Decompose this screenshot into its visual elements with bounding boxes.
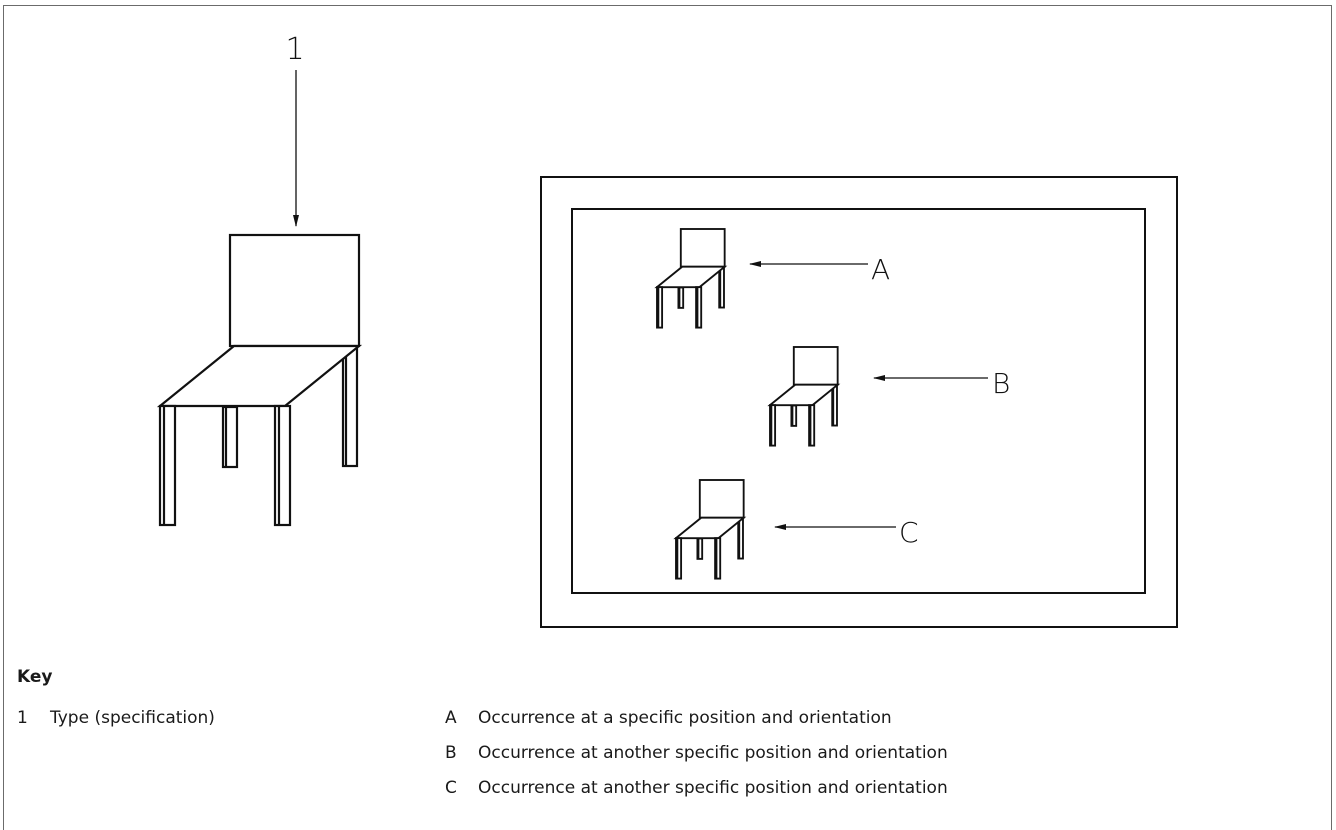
callout-label-c: C (899, 516, 919, 549)
key-item-occurrence-b: B Occurrence at another specific position… (445, 743, 948, 763)
occurrence-chair-c (675, 479, 744, 579)
key-item-text: Type (specification) (50, 708, 215, 728)
type-occurrence-diagram: 1 A B C (159, 32, 1178, 628)
key-item-text: Occurrence at another specific position … (478, 743, 948, 763)
key-item-id: A (445, 708, 457, 728)
key-item-occurrence-a: A Occurrence at a specific position and o… (445, 708, 892, 728)
frame-border-left (3, 5, 4, 830)
type-chair (159, 234, 360, 526)
occurrence-chair-b (769, 346, 838, 446)
key-item-text: Occurrence at another specific position … (478, 778, 948, 798)
frame-border-right (1331, 5, 1332, 830)
key-item-text: Occurrence at a specific position and or… (478, 708, 892, 728)
key-item-id: 1 (17, 708, 28, 728)
room-inner-boundary (571, 208, 1146, 594)
key-item-id: B (445, 743, 457, 763)
callout-label-type: 1 (285, 32, 304, 67)
key-item-occurrence-c: C Occurrence at another specific position… (445, 778, 948, 798)
key-item-id: C (445, 778, 457, 798)
occurrence-chair-a (656, 228, 725, 328)
callout-label-b: B (992, 367, 1010, 400)
callout-label-a: A (871, 253, 890, 286)
key-item-type: 1 Type (specification) (17, 708, 215, 728)
room-outer-boundary (540, 176, 1178, 628)
key-title: Key (17, 667, 53, 687)
frame-border-top (3, 5, 1332, 6)
